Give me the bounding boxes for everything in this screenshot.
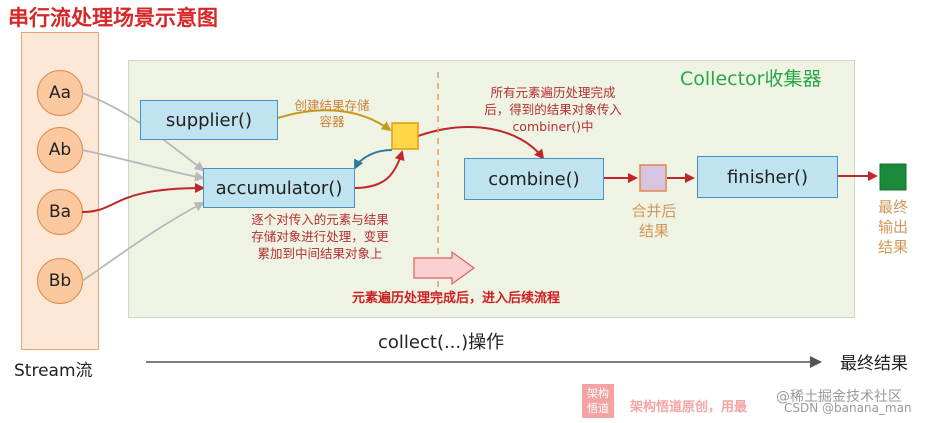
final-result-label: 最终结果 xyxy=(840,354,908,374)
stream-element-ab: Ab xyxy=(37,127,83,173)
finisher-box: finisher() xyxy=(697,156,838,198)
supplier-box: supplier() xyxy=(140,100,278,140)
collector-title: Collector收集器 xyxy=(680,68,822,90)
arrow-ba-to-accumulator xyxy=(81,183,205,213)
watermark-community: @稀土掘金技术社区 xyxy=(776,389,902,405)
stream-element-aa: Aa xyxy=(37,70,83,116)
page-title: 串行流处理场景示意图 xyxy=(8,6,218,30)
merged-result-note: 合并后 结果 xyxy=(631,202,677,240)
timeline-arrowhead xyxy=(810,356,822,368)
result-container xyxy=(391,122,419,150)
collect-operation-label: collect(...)操作 xyxy=(378,332,505,353)
watermark-text: 架构悟道原创，用最 xyxy=(630,400,748,415)
final-result-note: 最终 输出 结果 xyxy=(877,198,908,256)
arrow-supplier-to-container xyxy=(277,109,392,132)
arrow-container-to-combine xyxy=(417,126,545,160)
watermark-logo: 架构 悟道 xyxy=(582,384,614,418)
supplier-note: 创建结果存储 容器 xyxy=(294,98,370,129)
stream-label: Stream流 xyxy=(14,361,93,381)
arrow-accumulator-to-container xyxy=(353,150,405,189)
accumulator-box: accumulator() xyxy=(203,168,355,208)
flow-note: 元素遍历处理完成后，进入后续流程 xyxy=(352,291,561,306)
accumulator-note: 逐个对传入的元素与结果 存储对象进行处理，变更 累加到中间结果对象上 xyxy=(251,212,389,261)
flow-arrow xyxy=(413,250,476,286)
combiner-note: 所有元素遍历处理完成 后，得到的结果对象传入 combiner()中 xyxy=(484,85,622,134)
arrow-bb-to-accumulator xyxy=(81,202,205,282)
arrow-container-to-accumulator xyxy=(354,149,393,170)
arrow-ab-to-accumulator xyxy=(81,149,205,182)
merged-result xyxy=(639,164,667,192)
final-result xyxy=(879,163,907,191)
combine-box: combine() xyxy=(464,158,604,200)
watermark-csdn: CSDN @banana_man xyxy=(784,401,912,415)
